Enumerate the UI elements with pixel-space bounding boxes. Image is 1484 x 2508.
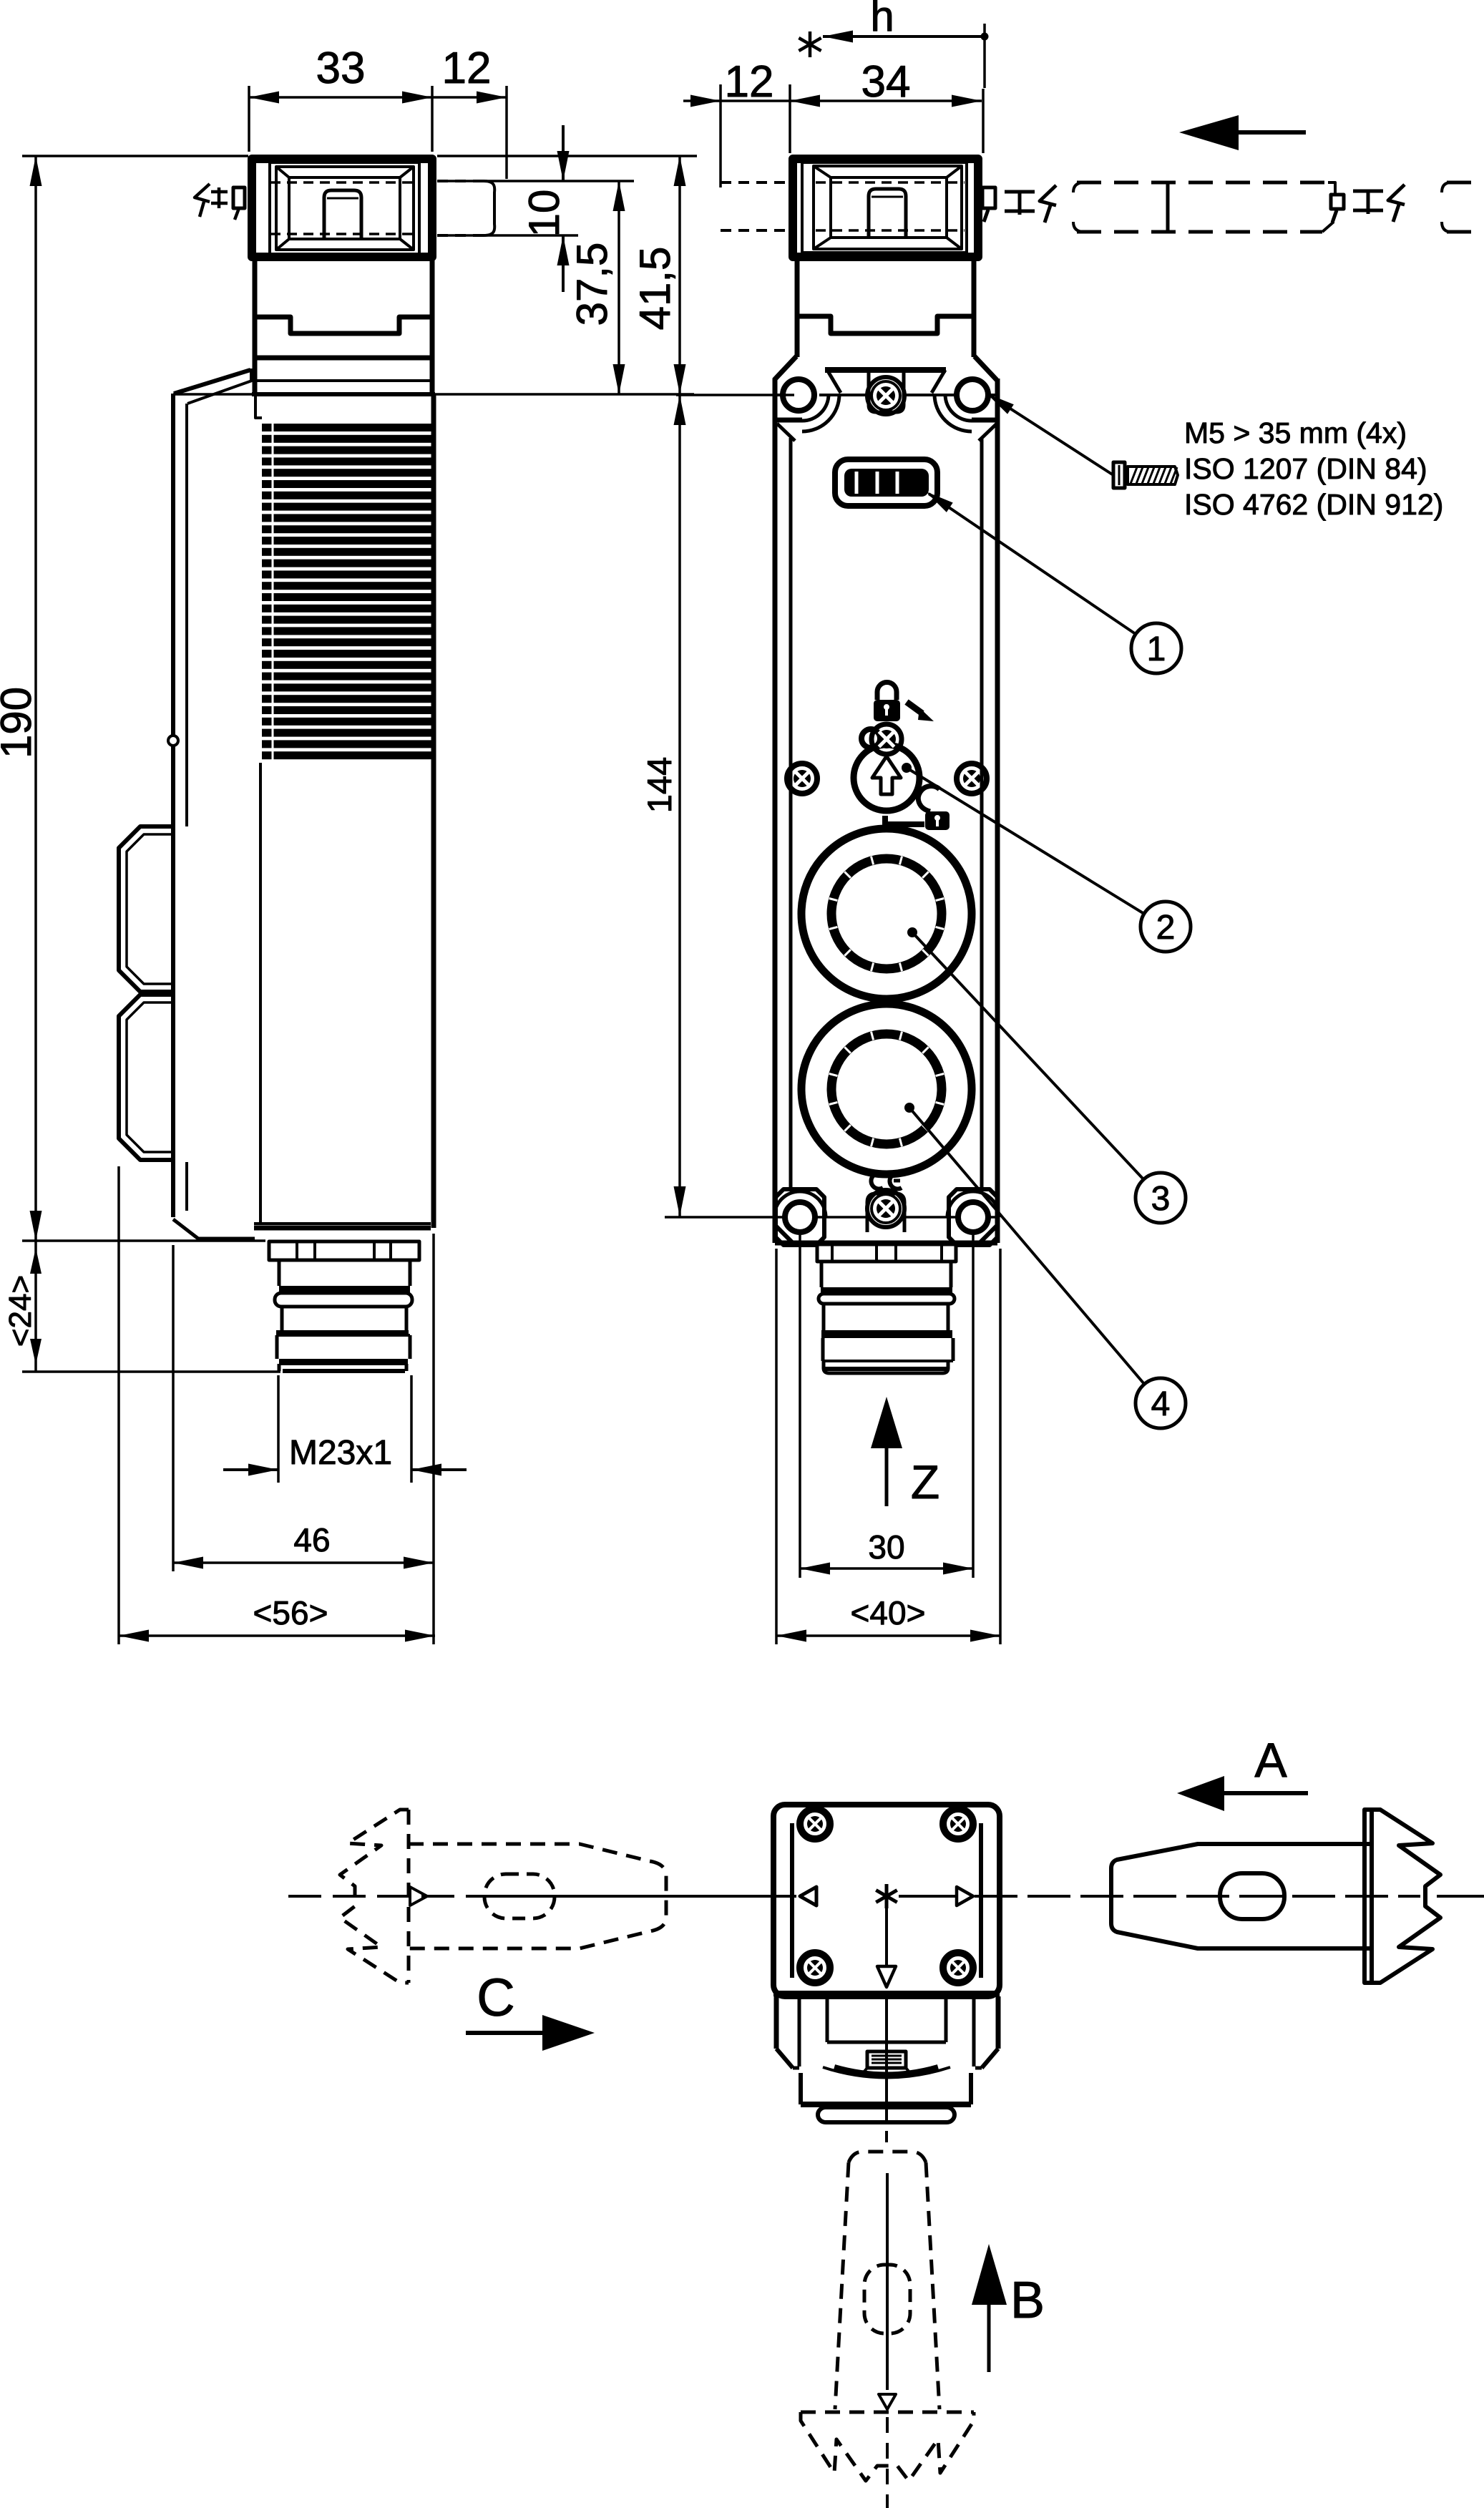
svg-text:ISO 4762 (DIN 912): ISO 4762 (DIN 912) [1184,488,1443,521]
svg-text:12: 12 [442,44,492,93]
svg-text:h: h [870,0,894,40]
svg-text:M23x1: M23x1 [289,1434,392,1472]
svg-text:1: 1 [1147,630,1166,668]
svg-text:41,5: 41,5 [631,247,679,331]
svg-text:46: 46 [293,1521,330,1558]
svg-text:30: 30 [868,1528,904,1566]
svg-text:2: 2 [1156,909,1176,947]
svg-text:<56>: <56> [253,1594,328,1631]
svg-text:3: 3 [1151,1180,1171,1218]
svg-text:<40>: <40> [851,1594,926,1631]
svg-text:34: 34 [861,57,911,107]
svg-text:Z: Z [911,1455,939,1508]
svg-text:M5 > 35 mm (4x): M5 > 35 mm (4x) [1184,416,1407,449]
svg-text:A: A [1254,1733,1287,1787]
svg-text:144: 144 [640,757,678,813]
svg-text:10: 10 [520,190,568,238]
svg-text:B: B [1010,2272,1045,2329]
svg-text:ISO 1207 (DIN 84): ISO 1207 (DIN 84) [1184,452,1427,485]
svg-text:C: C [477,1968,514,2027]
svg-text:37,5: 37,5 [568,243,616,326]
svg-text:<24>: <24> [3,1275,38,1347]
svg-text:4: 4 [1151,1385,1171,1423]
svg-text:12: 12 [725,57,774,107]
svg-text:33: 33 [316,44,366,93]
svg-text:190: 190 [0,687,40,758]
